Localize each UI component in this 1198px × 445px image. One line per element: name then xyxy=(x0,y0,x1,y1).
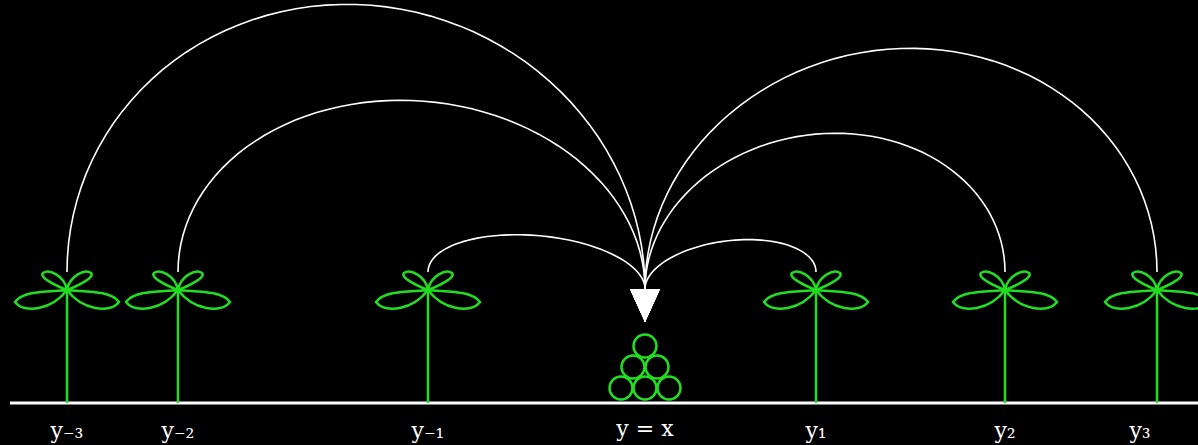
plant-petal xyxy=(953,290,1005,309)
pile-circle xyxy=(622,356,645,379)
plant-petal xyxy=(980,272,1005,290)
arc-line xyxy=(428,235,645,322)
position-label: y₃ xyxy=(1085,420,1195,442)
plant-stem xyxy=(427,290,430,403)
plant-petal xyxy=(428,290,480,309)
plant-petal xyxy=(42,272,67,290)
plant-petal xyxy=(178,272,203,290)
plant-stem xyxy=(66,290,69,403)
plant-petal xyxy=(1157,290,1198,309)
plant-stem xyxy=(815,290,818,403)
arc-connector xyxy=(428,235,660,322)
plant-node: y₃ xyxy=(1085,272,1195,442)
plant-petal xyxy=(791,272,816,290)
circle-pile-node: y = x xyxy=(595,322,695,442)
position-label: y₋₁ xyxy=(373,420,483,442)
plant-petal xyxy=(67,290,119,309)
arc-connector xyxy=(630,48,1157,322)
position-label: y₋₃ xyxy=(12,420,122,442)
arc-line xyxy=(645,240,816,322)
ground-line xyxy=(10,402,1198,405)
arrowhead xyxy=(630,289,660,322)
arc-line xyxy=(645,133,1005,322)
plant-node: y₋₁ xyxy=(373,272,483,442)
arc-line xyxy=(645,48,1157,322)
plant-figure xyxy=(373,272,483,442)
plant-petal xyxy=(1157,272,1182,290)
position-label: y₁ xyxy=(761,420,871,442)
plant-figure xyxy=(1102,272,1198,442)
plant-node: y₋₃ xyxy=(12,272,122,442)
arrowhead xyxy=(630,289,660,322)
arc-connector xyxy=(630,240,816,322)
plant-figure xyxy=(761,272,871,442)
plant-petal xyxy=(67,272,92,290)
arc-line xyxy=(67,4,645,322)
plant-stem xyxy=(177,290,180,403)
position-label: y = x xyxy=(595,418,695,440)
plant-node: y₁ xyxy=(761,272,871,442)
position-label: y₋₂ xyxy=(123,420,233,442)
plant-petal xyxy=(1005,290,1057,309)
pile-circle xyxy=(658,377,681,400)
plant-petal xyxy=(126,290,178,309)
arrowhead xyxy=(630,289,660,322)
pile-circle xyxy=(634,377,657,400)
arrowhead xyxy=(630,289,660,322)
plant-petal xyxy=(376,290,428,309)
arrowhead xyxy=(630,289,660,322)
plant-petal xyxy=(816,290,868,309)
plant-petal xyxy=(1105,290,1157,309)
plant-stem xyxy=(1156,290,1159,403)
arrowhead xyxy=(630,289,660,322)
arc-line xyxy=(178,100,645,322)
plant-petal xyxy=(1132,272,1157,290)
plant-petal xyxy=(153,272,178,290)
plant-node: y₂ xyxy=(950,272,1060,442)
arc-connector xyxy=(67,4,660,322)
plant-petal xyxy=(764,290,816,309)
position-label: y₂ xyxy=(950,420,1060,442)
plant-node: y₋₂ xyxy=(123,272,233,442)
plant-petal xyxy=(403,272,428,290)
plant-figure xyxy=(123,272,233,442)
pile-circle xyxy=(634,335,657,358)
plant-petal xyxy=(15,290,67,309)
pile-circle xyxy=(646,356,669,379)
plant-stem xyxy=(1004,290,1007,403)
plant-figure xyxy=(950,272,1060,442)
plant-petal xyxy=(428,272,453,290)
arc-connector xyxy=(178,100,660,322)
plant-petal xyxy=(178,290,230,309)
pile-circle xyxy=(610,377,633,400)
plant-petal xyxy=(1005,272,1030,290)
plant-petal xyxy=(816,272,841,290)
plant-figure xyxy=(12,272,122,442)
